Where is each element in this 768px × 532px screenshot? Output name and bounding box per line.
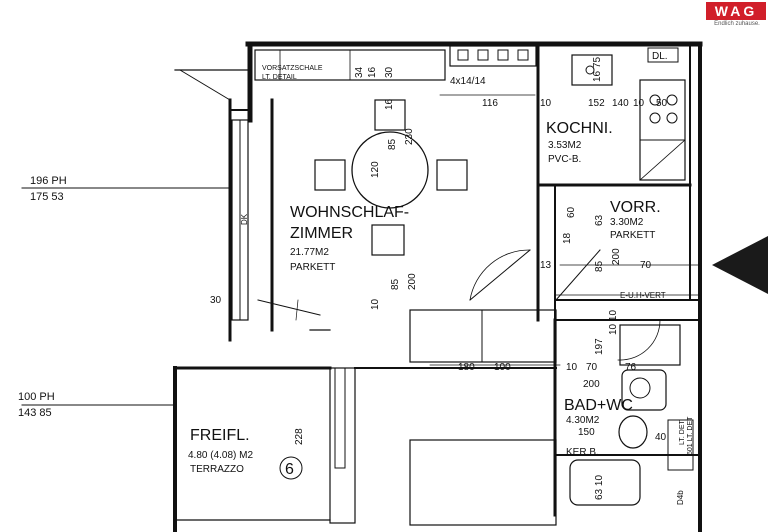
dim-label: 85 [390, 278, 401, 290]
dim-label: 18 [562, 232, 573, 244]
level-upper-line1: 196 PH [30, 175, 67, 187]
note-dl: DL. [652, 51, 668, 62]
note-vorsatz2: LT. DETAIL [262, 74, 297, 81]
dim-label: 63 [594, 214, 605, 226]
level-marks: 196 PH 175 53 100 PH 143 85 [18, 175, 67, 419]
dimension-labels: 116 10 152 140 10 50 34 16 30 16 230 85 … [210, 57, 668, 500]
dim-label: 152 [588, 98, 605, 109]
dim-label: 85 [594, 260, 605, 272]
note-euh: E-U.H-VERT [620, 291, 666, 300]
dim-label: 13 [540, 260, 552, 271]
level-upper-line2: 175 53 [30, 191, 64, 203]
dim-label: 30 [210, 295, 222, 306]
dim-label: 16 75 [592, 57, 603, 82]
room-labels: WOHNSCHLAF- ZIMMER 21.77M2 PARKETT KOCHN… [188, 120, 661, 480]
room-freifl-floor: TERRAZZO [190, 464, 244, 475]
dim-label: 100 [494, 362, 511, 373]
dim-label: 116 [482, 98, 498, 109]
dim-label: 50 [656, 98, 668, 109]
note-lt-det: LT. DET [679, 420, 686, 445]
room-freifl-area: 4.80 (4.08) M2 [188, 450, 253, 461]
direction-arrow-icon [712, 236, 768, 294]
dim-label: 140 [612, 98, 629, 109]
note-d4b-detail: 601 LT. DET [687, 416, 694, 455]
dim-label: 16 [367, 66, 378, 78]
room-wohn-area: 21.77M2 [290, 247, 329, 258]
room-vorr-name: VORR. [610, 199, 661, 216]
room-vorr-area: 3.30M2 [610, 217, 644, 228]
room-bad-name: BAD+WC [564, 397, 633, 414]
room-bad-area: 4.30M2 [566, 415, 600, 426]
dim-label: 10 [540, 98, 552, 109]
plan-notes: VORSATZSCHALE LT. DETAIL 4x14/14 E-U.H-V… [240, 51, 694, 505]
dim-label: 40 [655, 432, 667, 443]
logo-tagline: Endlich zuhause. [714, 21, 760, 27]
dim-label: 63 10 [594, 475, 605, 500]
dim-label: 180 [458, 362, 475, 373]
note-vorsatz1: VORSATZSCHALE [262, 65, 323, 72]
room-vorr-floor: PARKETT [610, 230, 655, 241]
dim-label: 200 [611, 248, 622, 265]
dim-label: 10 [633, 98, 645, 109]
dim-label: 60 [566, 206, 577, 218]
note-tiles: 4x14/14 [450, 76, 486, 87]
dim-label: 76 [625, 362, 637, 373]
dim-label: 200 [407, 273, 418, 290]
note-d4b: D4b [676, 490, 685, 505]
room-kochni-floor: PVC-B. [548, 154, 581, 165]
dim-label: 10 10 [608, 310, 619, 335]
wall-lines [21, 41, 703, 532]
note-dk: DK [240, 213, 249, 225]
dim-label: 34 [354, 66, 365, 78]
dim-label: 70 [640, 260, 652, 271]
dim-label: 120 [370, 161, 381, 178]
dim-label: 200 [583, 379, 600, 390]
dim-label: 197 [594, 338, 605, 355]
room-ker-name: KER.B. [566, 447, 599, 458]
room-wohn-floor: PARKETT [290, 262, 335, 273]
dim-label: 16 [384, 98, 395, 110]
dim-label: 30 [384, 66, 395, 78]
room-kochni-name: KOCHNI. [546, 120, 613, 137]
room-wohn-name2: ZIMMER [290, 225, 353, 242]
dim-label: 10 [370, 298, 381, 310]
room-wohn-name1: WOHNSCHLAF- [290, 204, 409, 221]
wag-logo: WAG Endlich zuhause. [706, 2, 766, 32]
logo-mark: WAG [706, 2, 766, 20]
level-lower-line2: 143 85 [18, 407, 52, 419]
dim-label: 10 [566, 362, 578, 373]
dim-label: 228 [294, 428, 305, 445]
room-freifl-name: FREIFL. [190, 427, 250, 444]
level-lower-line1: 100 PH [18, 391, 55, 403]
room-freifl-number: 6 [285, 461, 294, 478]
dim-label: 85 [387, 138, 398, 150]
room-bad-dim: 150 [578, 427, 595, 438]
dim-label: 70 [586, 362, 598, 373]
room-kochni-area: 3.53M2 [548, 140, 582, 151]
dim-label: 230 [404, 128, 415, 145]
